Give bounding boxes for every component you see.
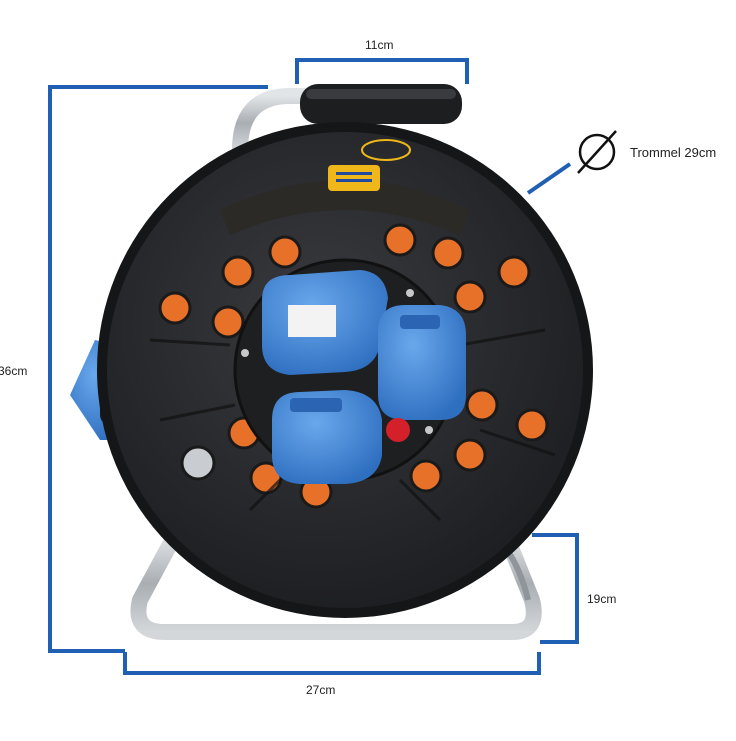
carry-handle	[300, 84, 462, 124]
hub-screws	[241, 289, 433, 434]
base-width-label: 27cm	[306, 683, 336, 697]
metal-window	[180, 445, 216, 481]
stand-height-bracket	[532, 533, 579, 644]
cable-windows	[158, 223, 549, 509]
handle-width-bracket	[295, 58, 469, 84]
handle-width-label: 11cm	[365, 38, 394, 52]
drum-diameter-label: Trommel 29cm	[630, 145, 717, 160]
height-label: 36cm	[0, 364, 28, 378]
socket-top-left	[262, 270, 388, 375]
dimension-lines	[48, 58, 579, 675]
base-width-bracket	[123, 652, 541, 675]
brand-logo	[328, 139, 411, 191]
socket-right	[378, 305, 466, 420]
drum-spokes	[149, 328, 556, 522]
reset-button	[386, 418, 410, 442]
diameter-icon	[577, 130, 617, 174]
height-bracket	[48, 85, 268, 653]
drum-diameter-pointer	[526, 162, 572, 195]
socket-bottom	[272, 390, 382, 484]
stand-height-label: 19cm	[587, 592, 617, 606]
